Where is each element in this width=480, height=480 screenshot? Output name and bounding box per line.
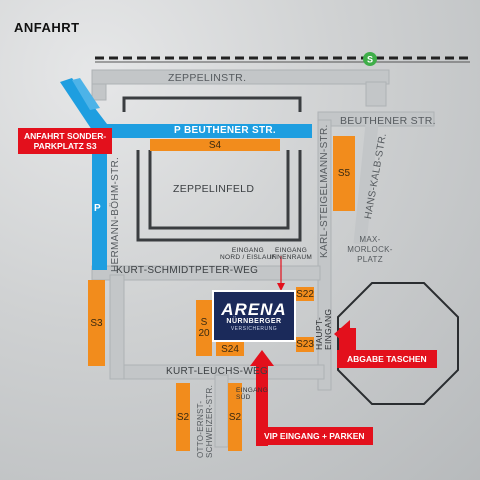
entrance-main-label: HAUPT- EINGANG — [314, 308, 333, 350]
s-bahn-icon: S — [363, 52, 377, 66]
street-label-kurt-schmidtpeter: KURT-SCHMIDTPETER-WEG — [116, 265, 259, 276]
sonderparkplatz-line2: PARKPLATZ S3 — [33, 141, 97, 151]
zeppelinfeld-outline — [122, 96, 302, 242]
arena-name: ARENA — [221, 299, 287, 319]
street-label-hermann-boehm: HERMANN-BÖHM-STR. — [110, 156, 121, 272]
arena-city: NÜRNBERGER — [226, 317, 282, 325]
street-label-karl-steigelmann: KARL-STEIGELMANN-STR. — [319, 124, 330, 258]
abgabe-taschen-label[interactable]: ABGABE TASCHEN — [337, 350, 437, 368]
red-arrows — [250, 320, 356, 446]
page-title: ANFAHRT — [14, 20, 80, 35]
max-morlock-label: MAX-MORLOCK-PLATZ — [347, 235, 393, 264]
vip-entrance-label[interactable]: VIP EINGANG + PARKEN — [256, 427, 373, 445]
hans-kalb-road — [353, 123, 379, 245]
entrance-south-label: EINGANG SÜD — [236, 387, 268, 401]
parking-s23[interactable]: S23 — [296, 337, 314, 352]
entrance-north-line1: EINGANG — [231, 247, 264, 254]
svg-text:S: S — [367, 55, 373, 65]
entrance-inner-label: EINGANG INNENRAUM — [270, 247, 312, 261]
parking-s4[interactable]: S4 — [150, 139, 280, 151]
parking-s2-right[interactable]: S2 — [228, 383, 242, 451]
roads — [91, 69, 435, 448]
vip-arrow — [250, 350, 274, 446]
entrance-north-label: EINGANG NORD / EISLAUF — [220, 247, 276, 261]
parking-s22[interactable]: S22 — [296, 287, 314, 301]
entrance-north-line2: NORD / EISLAUF — [220, 254, 276, 261]
entrance-inner-line1: EINGANG — [274, 247, 308, 254]
parking-s3[interactable]: S3 — [88, 280, 105, 366]
entrance-south-line1: EINGANG — [236, 387, 269, 394]
street-label-zeppelinstr: ZEPPELINSTR. — [168, 72, 247, 84]
parking-s20[interactable]: S 20 — [196, 300, 212, 356]
entrance-pointer — [277, 256, 285, 291]
arena-sub: VERSICHERUNG — [230, 325, 278, 332]
street-label-kurt-leuchs: KURT-LEUCHS-WEG — [166, 366, 269, 377]
entrance-south-line2: SÜD — [236, 394, 251, 401]
sonderparkplatz-line1: ANFAHRT SONDER- — [24, 131, 107, 141]
railway — [95, 56, 470, 63]
sonderparkplatz-label[interactable]: ANFAHRT SONDER- PARKPLATZ S3 — [18, 128, 113, 154]
zeppelinfeld-label: ZEPPELINFELD — [173, 183, 255, 195]
entrance-main-line2: EINGANG — [323, 308, 333, 350]
street-label-beuthener-east: BEUTHENER STR. — [340, 115, 436, 127]
parking-s2-left[interactable]: S2 — [176, 383, 190, 451]
blue-roads — [60, 78, 312, 270]
parking-tag-beuthener: P — [174, 125, 181, 136]
parking-s24[interactable]: S24 — [216, 342, 244, 356]
street-label-beuthener-west: BEUTHENER STR. — [184, 125, 276, 136]
street-label-otto-ernst: OTTO-ERNST-SCHWEIZER-STR. — [196, 384, 214, 458]
parking-tag-hermann-boehm: P — [94, 203, 101, 214]
entrance-inner-line2: INNENRAUM — [270, 254, 313, 261]
arena-building[interactable]: ARENA NÜRNBERGER VERSICHERUNG — [212, 290, 296, 342]
parking-s5[interactable]: S5 — [333, 136, 355, 211]
